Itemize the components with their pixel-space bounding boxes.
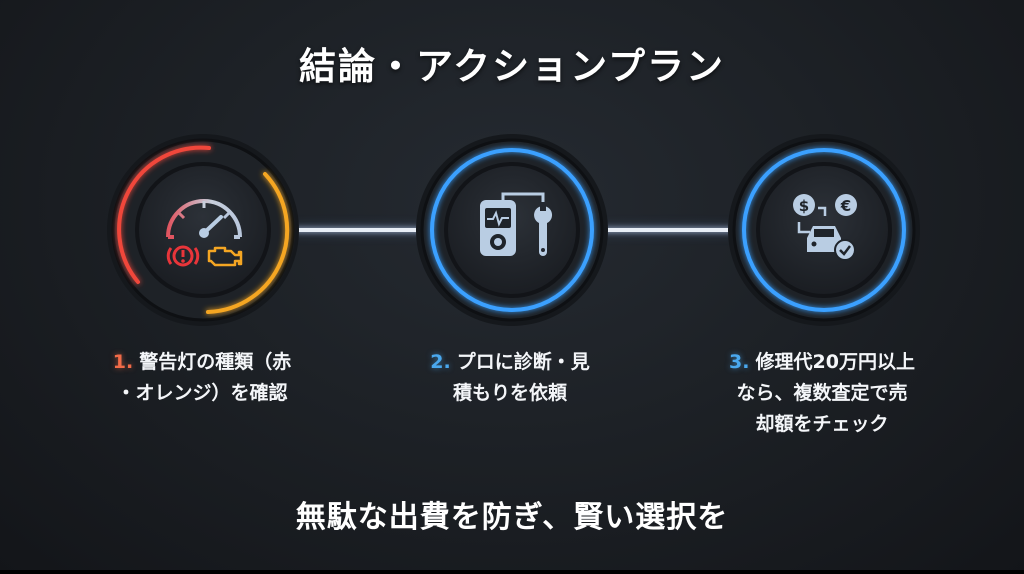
dashboard-warning-lights-icon — [166, 199, 243, 267]
step-1-node — [105, 132, 301, 328]
step-3-label: 3.修理代20万円以上 なら、複数査定で売 却額をチェック — [682, 347, 962, 440]
bottom-band — [0, 570, 1024, 574]
step-2-text-line1: プロに診断・見 — [456, 351, 590, 373]
step-3-number: 3. — [729, 351, 750, 373]
page-title: 結論・アクションプラン — [298, 45, 726, 88]
connector-line-1-2 — [292, 228, 428, 232]
step-3-text-line3: 却額をチェック — [755, 413, 889, 435]
step-2-node — [414, 132, 610, 328]
step-2-text-line2: 積もりを依頼 — [452, 382, 567, 404]
step-1-number: 1. — [112, 351, 134, 373]
footer-message: 無駄な出費を防ぎ、賢い選択を — [295, 500, 729, 535]
diagnostic-scanner-wrench-icon — [480, 192, 553, 256]
step-3-text-line2: なら、複数査定で売 — [736, 382, 908, 404]
step-1-text-line2: ・オレンジ）を確認 — [116, 382, 288, 404]
step-3-node: $ € — [726, 132, 922, 328]
step-1-text-line1: 警告灯の種類（赤 — [139, 351, 292, 373]
svg-text:$: $ — [799, 197, 809, 215]
step-2-label: 2.プロに診断・見 積もりを依頼 — [370, 347, 650, 409]
svg-text:€: € — [840, 197, 851, 215]
step-1-label: 1.警告灯の種類（赤 ・オレンジ）を確認 — [62, 347, 342, 409]
step-2-number: 2. — [430, 351, 451, 373]
currency-exchange-car-check-icon: $ € — [793, 194, 857, 261]
step-3-text-line1: 修理代20万円以上 — [755, 351, 915, 373]
connector-line-2-3 — [598, 228, 736, 232]
